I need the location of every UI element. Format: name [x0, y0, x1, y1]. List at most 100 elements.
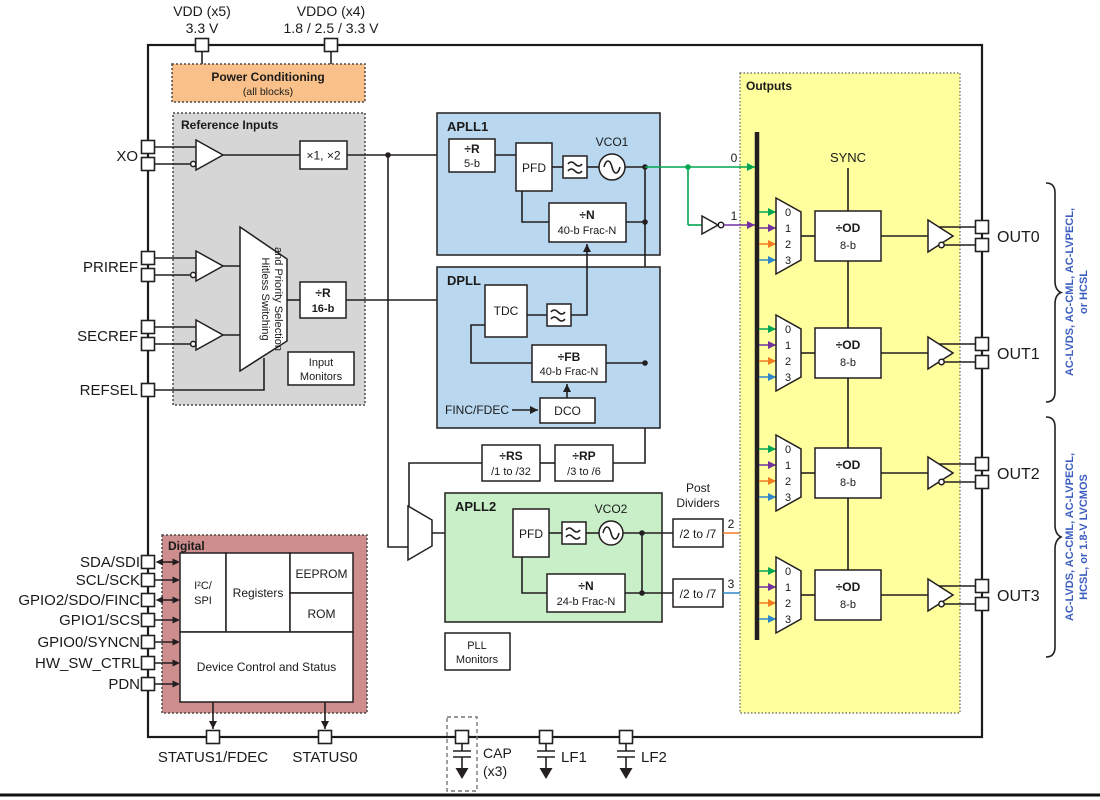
- xo-buffer-bubble: [189, 160, 197, 168]
- mux-in-0: 0: [785, 444, 791, 456]
- apll2-vco-label: VCO2: [595, 502, 628, 516]
- apll2-pfd-box: [512, 508, 550, 558]
- status1-label: STATUS1/FDEC: [158, 749, 268, 766]
- scl-sck-label: SCL/SCK: [76, 572, 140, 589]
- power-subtitle: (all blocks): [243, 86, 293, 98]
- secref-buffer-bubble: [189, 340, 197, 348]
- output-channel-1: 0 1 2 3 ÷OD 8-b: [759, 313, 990, 393]
- group1-type-label-2: or HCSL: [1078, 270, 1090, 314]
- pin-vdd: [194, 37, 210, 53]
- pin-out0-n: [974, 237, 990, 253]
- od-label-1: ÷OD: [836, 221, 861, 235]
- bus-signal-0-label: 0: [731, 151, 738, 165]
- group2-type-label-2: HCSL, or 1.8-V LVCMOS: [1078, 474, 1090, 600]
- vddo-label: VDDO (x4): [297, 3, 365, 19]
- od-divider-box: [814, 569, 882, 621]
- xo-multiplier-label: ×1, ×2: [306, 149, 340, 163]
- apll1-n-div-label-1: ÷N: [579, 208, 594, 222]
- pdn-label: PDN: [108, 676, 140, 693]
- dpll-fb-div-label-1: ÷FB: [558, 350, 581, 364]
- pin-out3-p: [974, 578, 990, 594]
- i2c-spi-label-1: I²C/: [194, 580, 213, 592]
- buffer-bubble: [938, 241, 945, 249]
- digital-title: Digital: [168, 539, 205, 553]
- apll2-ref-mux: [407, 504, 433, 562]
- xo-pin-label: XO: [116, 148, 138, 165]
- apll1-r-div-label-1: ÷R: [464, 142, 480, 156]
- vdd-voltage: 3.3 V: [186, 20, 219, 36]
- reference-title: Reference Inputs: [181, 118, 279, 132]
- mux-in-3: 3: [785, 372, 791, 384]
- post-divider2-label: /2 to /7: [680, 587, 717, 601]
- mux-in-1: 1: [785, 340, 791, 352]
- out0-label: OUT0: [997, 229, 1040, 246]
- mux-in-3: 3: [785, 614, 791, 626]
- mux-in-2: 2: [785, 476, 791, 488]
- mux-in-0: 0: [785, 207, 791, 219]
- sync-label: SYNC: [830, 150, 866, 165]
- top-power-pins: VDD (x5) 3.3 V VDDO (x4) 1.8 / 2.5 / 3.3…: [173, 3, 379, 64]
- device-control-box: [179, 631, 354, 703]
- mux-in-1: 1: [785, 223, 791, 235]
- ref-r-divider-box: [299, 281, 347, 319]
- finc-fdec-label: FINC/FDEC: [445, 403, 509, 417]
- pin-hw-sw-ctrl: [140, 655, 156, 671]
- cap-capacitor-icon: [453, 743, 471, 779]
- group2-type-label-1: AC-LVDS, AC-CML, AC-LVPECL,: [1064, 453, 1076, 621]
- input-monitors-box: [287, 351, 355, 386]
- od-label-1: ÷OD: [836, 338, 861, 352]
- output-mux: [775, 433, 802, 513]
- sda-sdi-label: SDA/SDI: [80, 554, 140, 571]
- pin-lf1: [538, 729, 554, 745]
- gpio0-label: GPIO0/SYNCN: [37, 634, 140, 651]
- power-conditioning-block: Power Conditioning (all blocks): [171, 63, 366, 103]
- pin-out0-p: [974, 219, 990, 235]
- vdd-label: VDD (x5): [173, 3, 231, 19]
- rs-div-label-1: ÷RS: [499, 449, 522, 463]
- rp-div-label-2: /3 to /6: [567, 466, 601, 478]
- pin-gpio0: [140, 634, 156, 650]
- apll1-n-divider-box: [548, 202, 627, 243]
- cap-label-2: (x3): [483, 763, 507, 779]
- pin-gpio2: [140, 592, 156, 608]
- apll1-title: APLL1: [447, 119, 488, 134]
- hitless-switch-mux: [239, 225, 288, 373]
- device-control-label: Device Control and Status: [197, 660, 336, 674]
- dpll-tdc-label: TDC: [494, 304, 519, 318]
- apll2-title: APLL2: [455, 499, 496, 514]
- mux-in-2: 2: [785, 239, 791, 251]
- mux-in-2: 2: [785, 356, 791, 368]
- input-monitors-label-2: Monitors: [300, 371, 343, 383]
- pin-sda-sdi: [140, 554, 156, 570]
- pin-xo-p: [140, 139, 156, 155]
- cap-label-1: CAP: [483, 745, 512, 761]
- apll1-vco-label: VCO1: [596, 135, 629, 149]
- pin-out1-n: [974, 354, 990, 370]
- inverter-icon: [701, 214, 720, 236]
- post-dividers-title-2: Dividers: [676, 496, 719, 510]
- rom-label: ROM: [308, 607, 336, 621]
- rs-div-label-2: /1 to /32: [491, 466, 531, 478]
- xo-multiplier-box: [299, 140, 348, 170]
- mux-in-2: 2: [785, 598, 791, 610]
- hitless-switch-label-1: Hitless Switching: [259, 257, 271, 340]
- dpll-fb-divider-box: [531, 344, 607, 383]
- rom-box: [289, 592, 354, 633]
- apll1-pfd-box: [515, 142, 553, 192]
- pin-gpio1: [140, 612, 156, 628]
- buffer-bubble: [938, 358, 945, 366]
- secref-buffer-icon: [195, 318, 225, 352]
- dpll-dco-label: DCO: [554, 404, 581, 418]
- output-channel-3: 0 1 2 3 ÷OD 8-b: [759, 555, 990, 635]
- out3-label: OUT3: [997, 588, 1040, 605]
- group1-brace: [1045, 182, 1064, 403]
- od-label-2: 8-b: [840, 357, 856, 369]
- output-labels: OUT0 OUT1 OUT2 OUT3 AC-LVDS, AC-CML, AC-…: [997, 182, 1090, 658]
- ref-r-divider-label-2: 16-b: [312, 303, 335, 315]
- output-mux: [775, 555, 802, 635]
- inverter-bubble: [717, 221, 725, 229]
- status0-label: STATUS0: [292, 749, 357, 766]
- dpll-dco-box: [539, 397, 596, 424]
- pin-priref-p: [140, 250, 156, 266]
